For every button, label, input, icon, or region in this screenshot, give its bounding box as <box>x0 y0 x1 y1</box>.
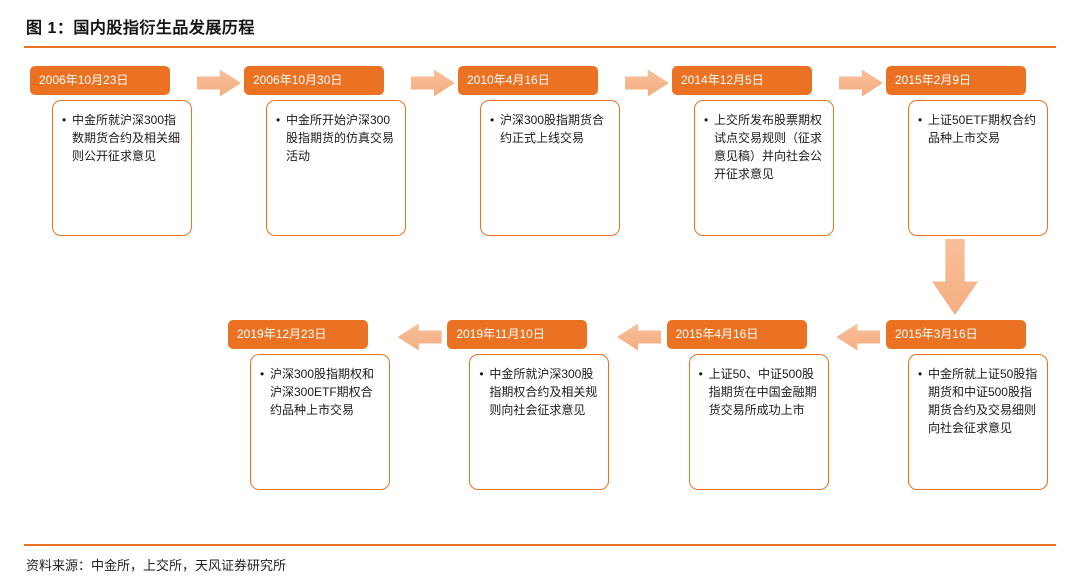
event-text: 上交所发布股票期权试点交易规则（征求意见稿）并向社会公开征求意见 <box>704 111 825 183</box>
date-badge: 2019年12月23日 <box>228 320 368 349</box>
figure-title: 图 1：国内股指衍生品发展历程 <box>26 20 255 37</box>
timeline-node: 2019年11月10日 中金所就沪深300股指期权合约及相关规则向社会征求意见 <box>447 320 611 490</box>
arrow-left-icon <box>616 323 661 351</box>
event-card: 中金所就沪深300股指期权合约及相关规则向社会征求意见 <box>469 354 610 490</box>
event-card: 中金所就上证50股指期货和中证500股指期货合约及交易细则向社会征求意见 <box>907 354 1048 490</box>
source-note: 资料来源：中金所，上交所，天风证券研究所 <box>26 558 287 573</box>
event-card: 上证50ETF期权合约品种上市交易 <box>908 100 1048 236</box>
arrow-right-icon <box>839 69 883 97</box>
event-text: 沪深300股指期权和沪深300ETF期权合约品种上市交易 <box>260 365 381 419</box>
timeline-node: 2019年12月23日 沪深300股指期权和沪深300ETF期权合约品种上市交易 <box>228 320 392 490</box>
arrow-right-icon <box>197 69 241 97</box>
date-badge: 2019年11月10日 <box>447 320 588 349</box>
timeline-canvas: 2006年10月23日 中金所就沪深300指数期货合约及相关细则公开征求意见 2… <box>30 66 1050 490</box>
date-badge: 2015年4月16日 <box>666 320 807 349</box>
arrow-left-icon <box>836 323 881 351</box>
event-text: 沪深300股指期货合约正式上线交易 <box>490 111 611 147</box>
event-text: 上证50ETF期权合约品种上市交易 <box>918 111 1039 147</box>
event-card: 沪深300股指期货合约正式上线交易 <box>480 100 620 236</box>
timeline-node: 2006年10月30日 中金所开始沪深300股指期货的仿真交易活动 <box>244 66 408 236</box>
event-text: 上证50、中证500股指期货在中国金融期货交易所成功上市 <box>699 365 820 419</box>
date-badge: 2006年10月23日 <box>30 66 170 95</box>
figure-footer: 资料来源：中金所，上交所，天风证券研究所 <box>0 544 1080 578</box>
title-rule <box>24 46 1056 48</box>
footer-rule <box>24 544 1056 546</box>
event-text: 中金所就沪深300指数期货合约及相关细则公开征求意见 <box>62 111 183 165</box>
event-text: 中金所开始沪深300股指期货的仿真交易活动 <box>276 111 397 165</box>
date-badge: 2010年4月16日 <box>458 66 598 95</box>
date-badge: 2015年2月9日 <box>886 66 1026 95</box>
timeline-node: 2010年4月16日 沪深300股指期货合约正式上线交易 <box>458 66 622 236</box>
date-badge: 2006年10月30日 <box>244 66 384 95</box>
date-badge: 2014年12月5日 <box>672 66 812 95</box>
timeline-node: 2014年12月5日 上交所发布股票期权试点交易规则（征求意见稿）并向社会公开征… <box>672 66 836 236</box>
event-card: 上交所发布股票期权试点交易规则（征求意见稿）并向社会公开征求意见 <box>694 100 834 236</box>
event-card: 中金所就沪深300指数期货合约及相关细则公开征求意见 <box>52 100 192 236</box>
arrow-left-icon <box>397 323 442 351</box>
timeline-bottom-row: 2019年12月23日 沪深300股指期权和沪深300ETF期权合约品种上市交易… <box>228 320 1050 490</box>
event-card: 中金所开始沪深300股指期货的仿真交易活动 <box>266 100 406 236</box>
timeline-node: 2015年2月9日 上证50ETF期权合约品种上市交易 <box>886 66 1050 236</box>
event-card: 沪深300股指期权和沪深300ETF期权合约品种上市交易 <box>250 354 390 490</box>
event-text: 中金所就上证50股指期货和中证500股指期货合约及交易细则向社会征求意见 <box>918 365 1039 437</box>
arrow-right-icon <box>411 69 455 97</box>
arrow-down-icon <box>932 239 978 315</box>
timeline-node: 2015年3月16日 中金所就上证50股指期货和中证500股指期货合约及交易细则… <box>885 320 1050 490</box>
timeline-node: 2015年4月16日 上证50、中证500股指期货在中国金融期货交易所成功上市 <box>666 320 831 490</box>
timeline-connector <box>30 236 1050 320</box>
timeline-top-row: 2006年10月23日 中金所就沪深300指数期货合约及相关细则公开征求意见 2… <box>30 66 1050 236</box>
event-text: 中金所就沪深300股指期权合约及相关规则向社会征求意见 <box>479 365 600 419</box>
timeline-node: 2006年10月23日 中金所就沪深300指数期货合约及相关细则公开征求意见 <box>30 66 194 236</box>
date-badge: 2015年3月16日 <box>885 320 1026 349</box>
arrow-right-icon <box>625 69 669 97</box>
event-card: 上证50、中证500股指期货在中国金融期货交易所成功上市 <box>688 354 829 490</box>
